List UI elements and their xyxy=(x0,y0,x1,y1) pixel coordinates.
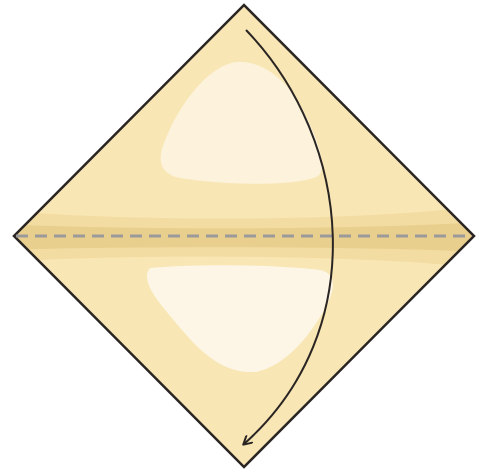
origami-diagram-svg xyxy=(0,0,479,472)
origami-diagram xyxy=(0,0,479,472)
